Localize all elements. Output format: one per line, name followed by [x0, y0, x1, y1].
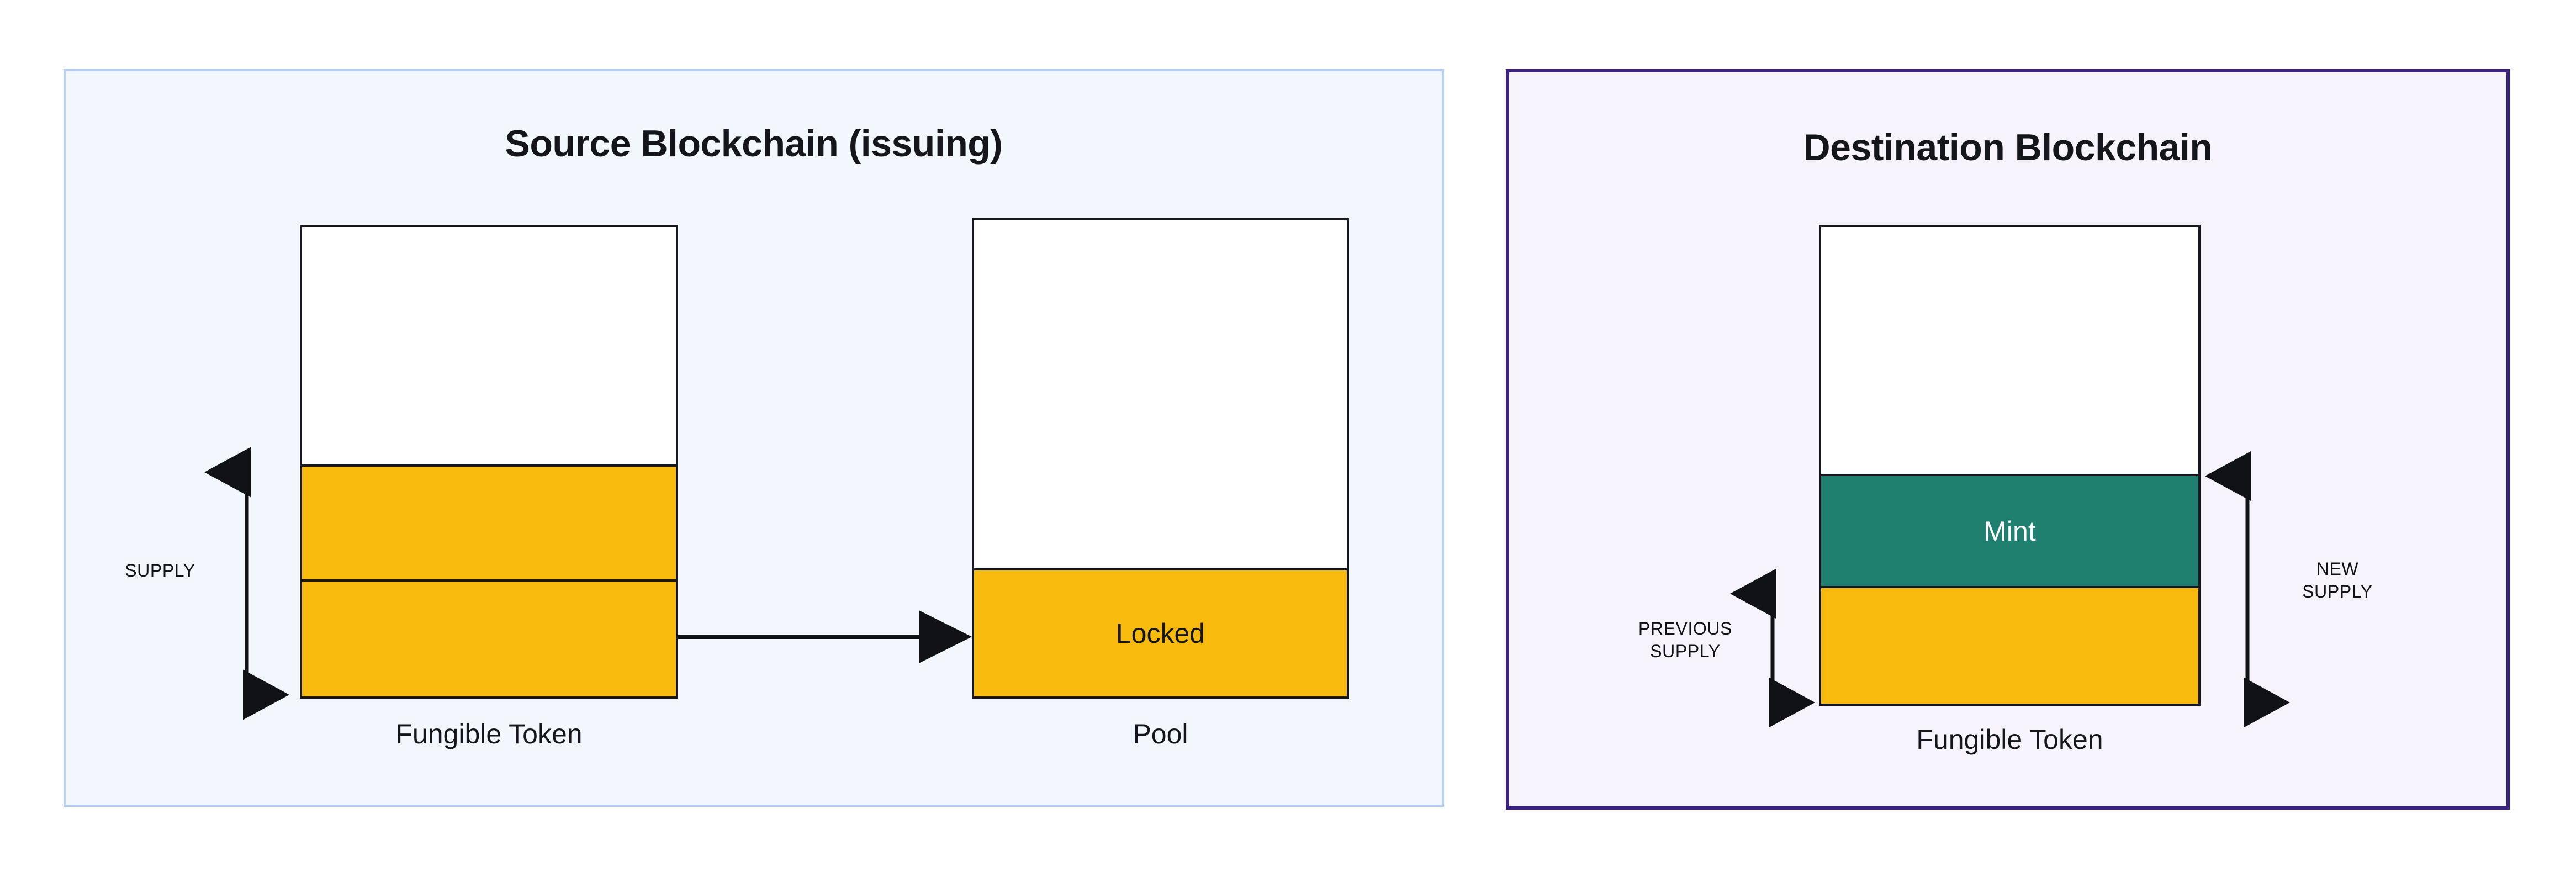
destination-fungible-token-caption: Fungible Token — [1916, 724, 2103, 755]
destination-panel-title: Destination Blockchain — [1803, 126, 2213, 168]
pool-segment-locked: Locked — [974, 568, 1347, 696]
pool-caption: Pool — [1133, 718, 1188, 749]
source-fungible-token-bar — [300, 225, 678, 699]
source-panel-title: Source Blockchain (issuing) — [505, 123, 1003, 165]
destination-token-segment-mint: Mint — [1821, 474, 2198, 586]
previous-supply-label: PREVIOUS SUPPLY — [1638, 619, 1733, 661]
pool-segment-headroom — [974, 220, 1347, 568]
supply-label: SUPPLY — [125, 561, 195, 580]
source-fungible-token-caption: Fungible Token — [395, 718, 583, 749]
source-token-segment-transferred — [302, 579, 676, 696]
destination-token-segment-headroom — [1821, 227, 2198, 474]
source-token-segment-headroom — [302, 227, 676, 464]
source-token-segment-retained — [302, 464, 676, 579]
destination-token-segment-previous-supply — [1821, 586, 2198, 704]
destination-fungible-token-bar: Mint — [1819, 225, 2201, 706]
new-supply-label: NEW SUPPLY — [2302, 559, 2373, 601]
pool-bar: Locked — [972, 218, 1349, 699]
